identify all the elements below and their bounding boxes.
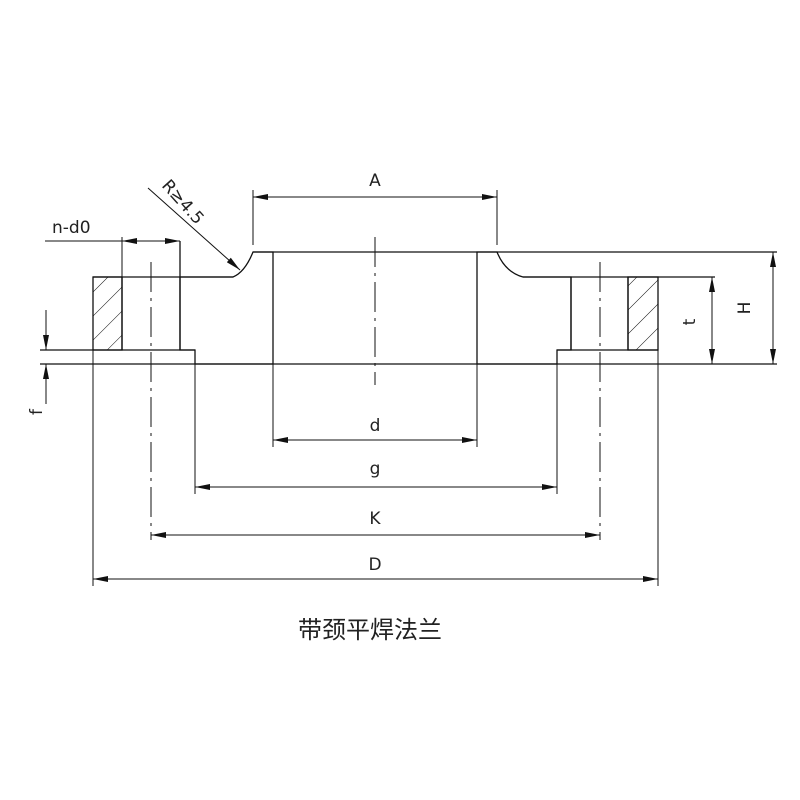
- radius-leader: [147, 187, 241, 271]
- centerlines: [150, 237, 601, 540]
- label-K: K: [369, 509, 381, 529]
- label-D: D: [368, 555, 381, 575]
- dimension-lines: [43, 187, 776, 582]
- label-H: H: [735, 302, 755, 315]
- label-A: A: [369, 171, 381, 191]
- drawing-title: 带颈平焊法兰: [298, 616, 442, 644]
- label-g: g: [370, 459, 381, 479]
- label-t: t: [680, 318, 700, 325]
- label-d: d: [370, 416, 381, 436]
- flange-outline: [40, 241, 777, 365]
- label-n-d0: n-d0: [52, 218, 91, 238]
- extension-lines: [92, 190, 659, 586]
- label-f: f: [27, 408, 47, 415]
